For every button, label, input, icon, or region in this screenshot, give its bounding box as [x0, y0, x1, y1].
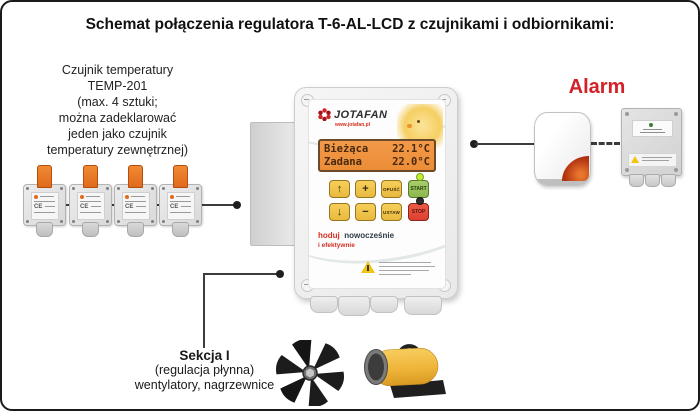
cable-gland: [127, 222, 144, 237]
section-name: Sekcja I: [179, 348, 230, 363]
ce-mark: CE: [80, 204, 89, 210]
slogan-word-1: hoduj: [318, 231, 340, 240]
sensor-note-line: Czujnik temperatury: [61, 63, 174, 77]
wire: [475, 143, 535, 145]
sensor-note: Czujnik temperatury TEMP-201 (max. 4 szt…: [20, 62, 215, 158]
lcd-value: 22.1°C: [392, 143, 430, 156]
regulator-t6-al-lcd: JOTAFAN www.jotafan.pl Bieżąca 22.1°C Za…: [294, 87, 458, 299]
wire: [110, 204, 114, 206]
ce-mark: CE: [170, 204, 179, 210]
brand-name: JOTAFAN: [334, 108, 388, 121]
cable-gland: [404, 296, 442, 315]
cable-gland: [629, 174, 644, 187]
lcd-display: Bieżąca 22.1°C Zadana 22.0°C: [318, 139, 436, 172]
sensor-probe-cap: [83, 165, 98, 188]
sensor-note-line: (max. 4 sztuki;: [77, 95, 158, 109]
start-led: [416, 173, 424, 181]
sensor-probe-cap: [128, 165, 143, 188]
temp-sensor: CE: [114, 165, 157, 237]
ce-mark: CE: [34, 204, 43, 210]
stop-button[interactable]: STOP: [408, 203, 429, 221]
diagram-title: Schemat połączenia regulatora T-6-AL-LCD…: [85, 16, 615, 33]
opusc-button[interactable]: OPUŚĆ: [381, 180, 402, 198]
junction-dot: [276, 270, 284, 278]
cable-gland: [338, 296, 370, 316]
sensor-label: CE: [77, 192, 105, 220]
cable-gland: [36, 222, 53, 237]
cable-gland: [82, 222, 99, 237]
screw: [60, 220, 63, 223]
ustaw-button[interactable]: USTAW: [381, 203, 402, 221]
lcd-label: Bieżąca: [324, 143, 369, 156]
heater-icon: [364, 344, 446, 398]
slogan-line-2: i efektywnie: [318, 242, 355, 249]
sensor-label: CE: [167, 192, 195, 220]
wire-dashed: [591, 142, 620, 145]
screw: [26, 187, 29, 190]
siren-base: [535, 179, 590, 185]
wire: [200, 204, 234, 206]
cable-gland: [661, 174, 676, 187]
warning-triangle-icon: [631, 156, 639, 163]
wire: [204, 273, 280, 275]
sensor-note-line: temperatury zewnętrznej): [46, 143, 189, 157]
screw: [674, 168, 678, 172]
alarm-module-box: [621, 108, 682, 176]
start-button[interactable]: START: [408, 180, 429, 198]
wire: [155, 204, 159, 206]
logo-dot: [34, 195, 38, 199]
warning-triangle-icon: [361, 261, 375, 273]
lcd-label: Zadana: [324, 155, 362, 168]
sensor-probe-cap: [173, 165, 188, 188]
screw: [625, 112, 629, 116]
temp-sensor: CE: [159, 165, 202, 237]
fan-icon: [275, 340, 345, 406]
lcd-row-setpoint: Zadana 22.0°C: [324, 156, 430, 168]
lcd-row-current: Bieżąca 22.1°C: [324, 143, 430, 155]
sensor-note-line: można zadeklarować: [58, 111, 177, 125]
front-panel: JOTAFAN www.jotafan.pl Bieżąca 22.1°C Za…: [308, 99, 446, 289]
slogan: hoduj nowocześnie i efektywnie: [318, 229, 394, 250]
brand-block: JOTAFAN www.jotafan.pl: [318, 108, 387, 128]
sensor-note-line: jeden jako czujnik: [68, 127, 167, 141]
screw: [625, 168, 629, 172]
lcd-value: 22.0°C: [392, 155, 430, 168]
warning-sticker: [361, 260, 439, 276]
wire: [64, 204, 69, 206]
cable-gland: [645, 174, 660, 187]
junction-dot: [233, 201, 241, 209]
cable-gland: [172, 222, 189, 237]
slogan-word-2: nowocześnie: [344, 231, 395, 240]
minus-button[interactable]: −: [355, 203, 376, 221]
cable-gland: [310, 296, 338, 313]
cable-gland: [370, 296, 398, 313]
jotafan-logo-icon: [318, 108, 331, 121]
alarm-siren: [534, 112, 591, 186]
screw: [26, 220, 29, 223]
warning-sticker: [628, 153, 677, 167]
wire: [203, 273, 205, 348]
alarm-title: Alarm: [568, 76, 626, 98]
temp-sensor: CE: [23, 165, 66, 237]
sensor-note-line: TEMP-201: [87, 79, 148, 93]
screw: [674, 112, 678, 116]
section-mode: (regulacja płynna): [154, 363, 255, 377]
ce-mark: CE: [125, 204, 134, 210]
brand-website: www.jotafan.pl: [335, 122, 371, 128]
section-caption: Sekcja I (regulacja płynna) wentylatory,…: [97, 348, 312, 393]
siren-lens: [562, 156, 589, 181]
down-button[interactable]: ↓: [329, 203, 350, 221]
temp-sensor: CE: [69, 165, 112, 237]
section-devices: wentylatory, nagrzewnice: [134, 378, 275, 392]
plus-button[interactable]: +: [355, 180, 376, 198]
sensor-label: CE: [122, 192, 150, 220]
mounting-plate: [250, 122, 299, 246]
alarm-module-label: [632, 120, 673, 137]
junction-dot: [470, 140, 478, 148]
sensor-probe-cap: [37, 165, 52, 188]
sensor-label: CE: [31, 192, 59, 220]
screw: [60, 187, 63, 190]
up-button[interactable]: ↑: [329, 180, 350, 198]
stop-led: [416, 197, 424, 205]
